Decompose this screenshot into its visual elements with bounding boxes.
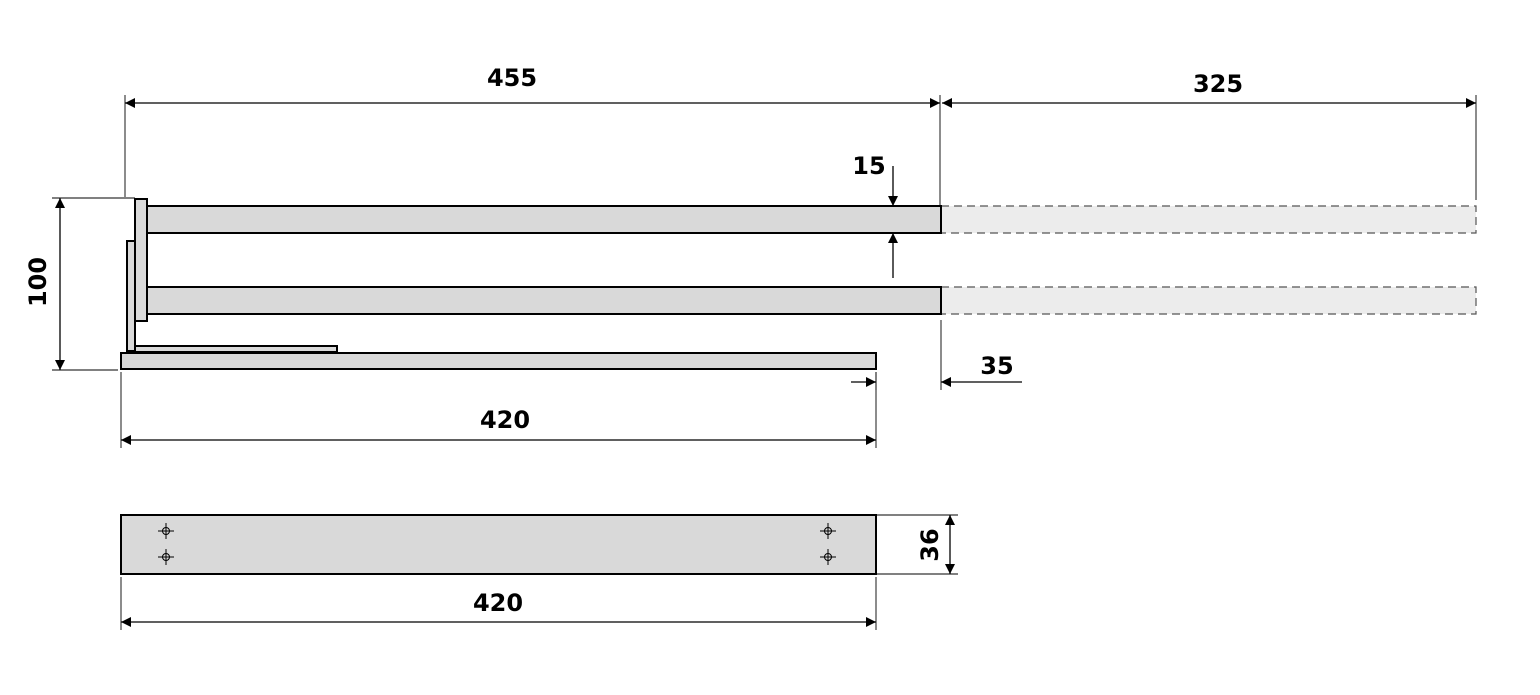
dimension-15: 15 (852, 152, 898, 278)
dimension-100: 100 (24, 197, 135, 371)
dimension-35-label: 35 (980, 352, 1013, 380)
dimension-100-label: 100 (24, 257, 52, 307)
dimension-15-label: 15 (852, 152, 885, 180)
mounting-hole-top-left (158, 523, 174, 539)
dimension-325-label: 325 (1193, 70, 1243, 98)
dimension-455-label: 455 (487, 64, 537, 92)
mounting-plate (120, 514, 877, 575)
side-view (120, 198, 1477, 370)
dimension-36-label: 36 (916, 528, 944, 561)
dimension-420-top: 420 (120, 577, 877, 630)
dimension-420-side-label: 420 (480, 406, 530, 434)
dimension-36: 36 (876, 514, 958, 575)
top-view (120, 514, 877, 575)
upper-bar-extended-ghost (940, 205, 1477, 234)
mount-front-plate (134, 198, 148, 322)
mount-back-plate (126, 240, 136, 352)
dimension-420-side: 420 (120, 372, 877, 448)
mounting-hole-bottom-left (158, 549, 174, 565)
lower-bar-extended-ghost (940, 286, 1477, 315)
dimension-325: 325 (942, 70, 1477, 200)
dimension-35: 35 (851, 320, 1022, 390)
mount-foot (134, 345, 338, 353)
upper-bar (146, 205, 942, 234)
dimension-455: 455 (124, 64, 941, 206)
mounting-hole-top-right (820, 523, 836, 539)
mounting-hole-bottom-right (820, 549, 836, 565)
base-rail (120, 352, 877, 370)
lower-bar (146, 286, 942, 315)
dimension-420-top-label: 420 (473, 589, 523, 617)
